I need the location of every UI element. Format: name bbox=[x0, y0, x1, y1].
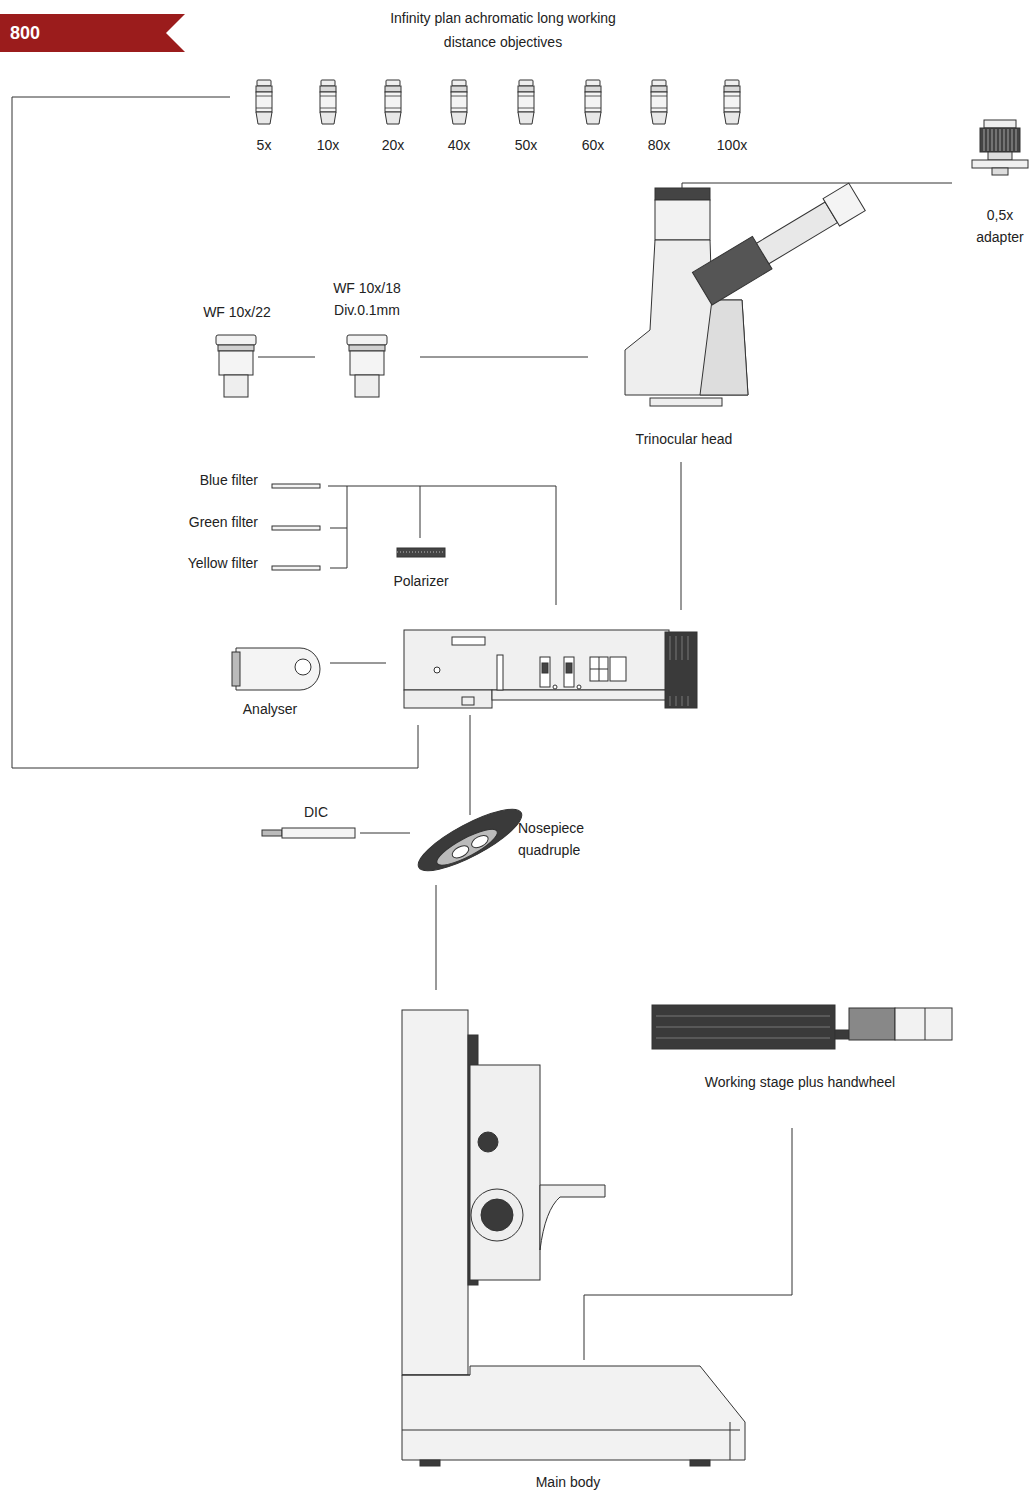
title-text: 800 bbox=[10, 22, 40, 44]
part-label: Analyser bbox=[220, 698, 320, 720]
part-label: WF 10x/18 Div.0.1mm bbox=[321, 277, 413, 321]
part-label: 20x bbox=[368, 134, 418, 156]
illuminator-icon bbox=[404, 630, 697, 708]
part-label: 0,5x adapter bbox=[971, 204, 1029, 248]
part-label: 100x bbox=[704, 134, 760, 156]
part-label: WF 10x/22 bbox=[187, 301, 287, 323]
part-label: Polarizer bbox=[371, 570, 471, 592]
part-label: 60x bbox=[568, 134, 618, 156]
part-label: 5x bbox=[239, 134, 289, 156]
dic-slider-icon bbox=[262, 828, 355, 838]
part-label: 50x bbox=[501, 134, 551, 156]
stage-icon bbox=[652, 1005, 952, 1049]
nosepiece-icon bbox=[411, 799, 528, 882]
adapter-icon bbox=[972, 120, 1028, 175]
leader-lines bbox=[12, 97, 952, 1360]
part-label: Blue filter bbox=[148, 469, 258, 491]
part-label: Nosepiece quadruple bbox=[518, 817, 610, 861]
part-label: DIC bbox=[286, 801, 346, 823]
main-body-icon bbox=[402, 1010, 745, 1466]
part-label: Infinity plan achromatic long working di… bbox=[383, 6, 623, 54]
polarizer-icon bbox=[397, 548, 445, 557]
trinocular-head-icon bbox=[625, 180, 866, 406]
part-label: Main body bbox=[498, 1471, 638, 1493]
title-banner bbox=[0, 14, 185, 52]
part-label: Trinocular head bbox=[609, 428, 759, 450]
part-label: Green filter bbox=[148, 511, 258, 533]
part-label: Working stage plus handwheel bbox=[660, 1071, 940, 1093]
analyser-icon bbox=[232, 648, 320, 690]
part-label: 40x bbox=[434, 134, 484, 156]
filter-icons bbox=[272, 484, 320, 570]
part-label: 10x bbox=[303, 134, 353, 156]
part-label: 80x bbox=[634, 134, 684, 156]
part-label: Yellow filter bbox=[148, 552, 258, 574]
